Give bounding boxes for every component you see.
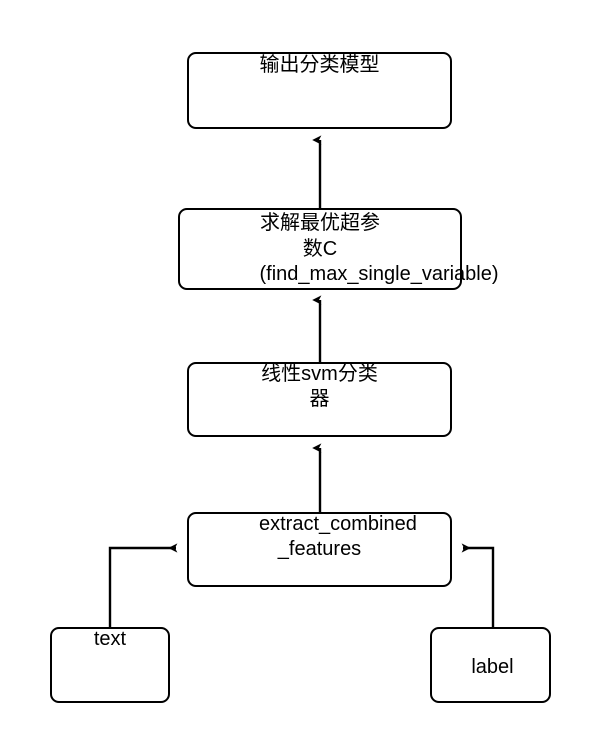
- node-linear-svm[interactable]: 线性svm分类器: [187, 362, 452, 437]
- node-label[interactable]: label: [430, 627, 551, 703]
- node-extract-features[interactable]: extract_combined _features: [187, 512, 452, 587]
- edge-label-to-extract: [461, 543, 495, 627]
- node-output-model[interactable]: 输出分类模型: [187, 52, 452, 129]
- node-text-label: text: [93, 628, 127, 650]
- node-output-model-label: 输出分类模型: [259, 53, 380, 76]
- node-extract-features-label: extract_combined _features: [259, 512, 417, 561]
- edge-text-to-extract: [108, 543, 178, 627]
- node-find-hyperparam[interactable]: 求解最优超参数C (find_max_single_variable): [178, 208, 499, 290]
- node-label-label: label: [471, 655, 514, 678]
- node-text[interactable]: text: [50, 627, 170, 703]
- node-find-hyperparam-label: 求解最优超参数C (find_max_single_variable): [259, 212, 499, 286]
- node-linear-svm-label: 线性svm分类器: [261, 362, 378, 411]
